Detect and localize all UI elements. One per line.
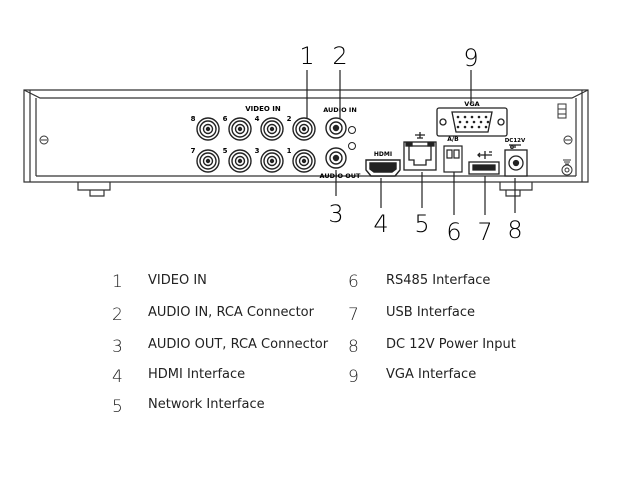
hdmi-port: [365, 159, 401, 177]
legend-num-7: 7: [348, 305, 359, 325]
legend-num-1: 1: [112, 272, 123, 292]
hdmi-panel-label: HDMI: [374, 151, 392, 158]
legend-label-8: DC 12V Power Input: [386, 337, 516, 352]
bnc-channel-number: 2: [287, 115, 292, 123]
vga-pin: [456, 125, 460, 129]
audio-small-screws: [348, 126, 356, 150]
dc12v-panel-label: DC12V: [505, 138, 526, 144]
legend-label-5: Network Interface: [148, 397, 265, 412]
vga-pin: [470, 115, 474, 119]
ground-terminal: [561, 159, 573, 176]
bnc-connector: [260, 149, 284, 173]
bnc-connector: [260, 117, 284, 141]
legend-num-2: 2: [112, 305, 123, 325]
bnc-channel-number: 3: [255, 147, 260, 155]
legend-num-8: 8: [348, 337, 359, 357]
callout-7: 7: [477, 218, 492, 246]
vga-pin: [463, 125, 467, 129]
callout-1: 1: [299, 42, 314, 70]
callout-6: 6: [446, 218, 461, 246]
legend-label-6: RS485 Interface: [386, 273, 491, 288]
vga-panel-label: VGA: [464, 100, 479, 108]
bnc-connector: [292, 149, 316, 173]
legend-num-9: 9: [348, 367, 359, 387]
callout-2: 2: [332, 42, 347, 70]
bnc-channel-number: 5: [223, 147, 228, 155]
legend-label-4: HDMI Interface: [148, 367, 246, 382]
bnc-channel-number: 6: [223, 115, 228, 123]
audio-in-rca-connector: [325, 117, 347, 139]
bnc-connector: [292, 117, 316, 141]
bnc-connector: [228, 117, 252, 141]
bnc-channel-number: 1: [287, 147, 292, 155]
legend-label-7: USB Interface: [386, 305, 476, 320]
bnc-channel-number: 7: [191, 147, 196, 155]
vga-pin: [484, 125, 488, 129]
rs485-terminal: [443, 145, 463, 173]
bnc-channel-number: 4: [255, 115, 260, 123]
bnc-connector: [196, 117, 220, 141]
rs485-panel-label: A/B: [447, 136, 459, 143]
callout-leader-lines: [306, 70, 516, 215]
legend-label-1: VIDEO IN: [148, 273, 207, 288]
vent-slots: [557, 103, 567, 119]
vga-pin: [479, 120, 483, 124]
vga-pin: [465, 120, 469, 124]
network-rj45-port: [403, 132, 437, 171]
usb-port: [468, 151, 500, 175]
vga-pin: [486, 120, 490, 124]
dc-power-jack: [504, 144, 528, 177]
video-in-panel-label: VIDEO IN: [245, 105, 281, 113]
vga-pin: [463, 115, 467, 119]
bnc-channel-number: 8: [191, 115, 196, 123]
vga-pins: [456, 115, 490, 129]
chassis-screws: [39, 135, 573, 145]
legend-num-6: 6: [348, 272, 359, 292]
legend-num-5: 5: [112, 397, 123, 417]
vga-pin: [484, 115, 488, 119]
callout-3: 3: [328, 200, 343, 228]
audio-out-rca-connector: [325, 147, 347, 169]
vga-pin: [470, 125, 474, 129]
vga-pin: [472, 120, 476, 124]
bnc-connector: [196, 149, 220, 173]
callout-4: 4: [373, 210, 388, 238]
legend-label-2: AUDIO IN, RCA Connector: [148, 305, 314, 320]
legend-num-3: 3: [112, 337, 123, 357]
vga-pin: [458, 120, 462, 124]
vga-pin: [477, 125, 481, 129]
video-in-bnc-connectors: 8 6 4 2 7 5 3 1: [191, 115, 316, 173]
vga-pin: [456, 115, 460, 119]
vga-port: [436, 107, 508, 137]
chassis: [23, 89, 589, 197]
callout-8: 8: [507, 216, 522, 244]
legend-label-9: VGA Interface: [386, 367, 477, 382]
callout-9: 9: [463, 44, 478, 72]
callout-5: 5: [414, 210, 429, 238]
audio-out-panel-label: AUDIO OUT: [320, 172, 362, 180]
vga-pin: [477, 115, 481, 119]
legend-num-4: 4: [112, 367, 123, 387]
bnc-connector: [228, 149, 252, 173]
legend-label-3: AUDIO OUT, RCA Connector: [148, 337, 329, 352]
